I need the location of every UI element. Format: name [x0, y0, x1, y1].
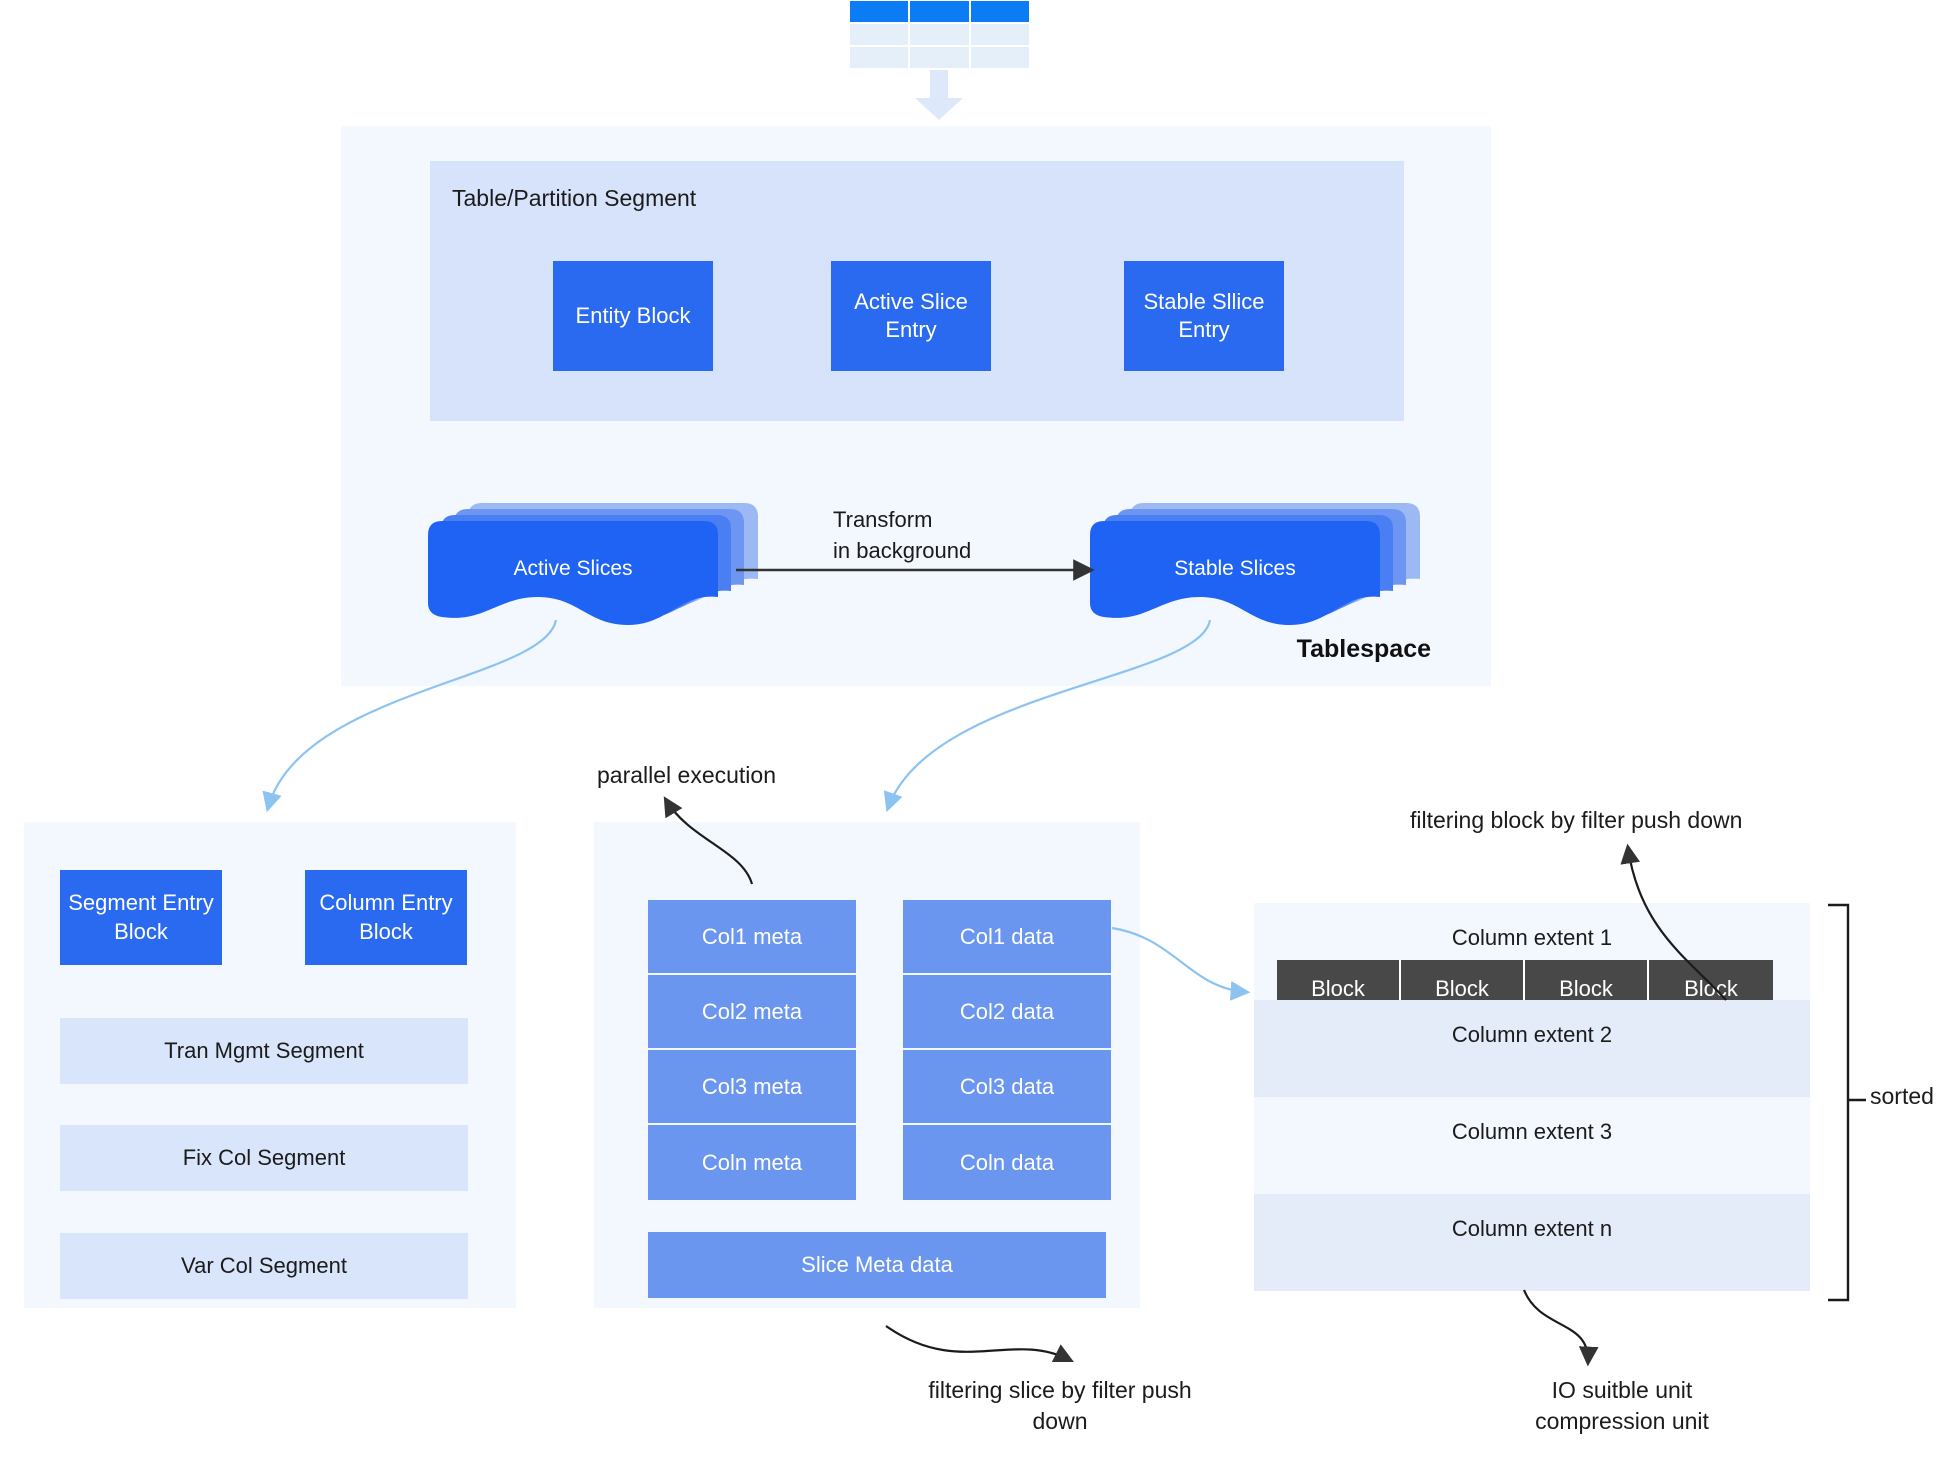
column-extent-row[interactable]: Column extent n	[1254, 1194, 1810, 1291]
table-icon-cell	[849, 46, 910, 69]
column-extent-label: Column extent 1	[1451, 925, 1613, 950]
var-col-segment-label: Var Col Segment	[181, 1253, 347, 1278]
var-col-segment-bar[interactable]: Var Col Segment	[60, 1233, 468, 1299]
active-slices-stack[interactable]: Active Slices	[428, 503, 758, 628]
tran-mgmt-segment-label: Tran Mgmt Segment	[164, 1038, 364, 1063]
fix-col-segment-bar[interactable]: Fix Col Segment	[60, 1125, 468, 1191]
table-icon-cell	[969, 23, 1030, 46]
table-icon-cell	[909, 23, 970, 46]
tran-mgmt-segment-bar[interactable]: Tran Mgmt Segment	[60, 1018, 468, 1084]
sorted-bracket-label: sorted	[1870, 1083, 1934, 1109]
fix-col-segment-label: Fix Col Segment	[182, 1145, 346, 1170]
table-icon	[849, 0, 1030, 69]
table-icon-header-row	[849, 0, 1030, 23]
column-extent-row[interactable]: Column extent 2	[1254, 1000, 1810, 1097]
table-icon-cell	[969, 0, 1030, 23]
column-meta-cell[interactable]: Col2 meta	[648, 975, 856, 1050]
column-meta-stack: Col1 meta Col2 meta Col3 meta Coln meta	[648, 900, 856, 1200]
table-icon-cell	[909, 0, 970, 23]
column-extent-label: Column extent 2	[1451, 1022, 1613, 1047]
column-data-cell[interactable]: Col1 data	[903, 900, 1111, 975]
table-icon-cell	[849, 0, 910, 23]
column-data-stack: Col1 data Col2 data Col3 data Coln data	[903, 900, 1111, 1200]
table-icon-cell	[909, 46, 970, 69]
parallel-execution-annotation: parallel execution	[597, 762, 777, 788]
column-meta-cell[interactable]: Col1 meta	[648, 900, 856, 975]
column-extent-label: Column extent n	[1451, 1216, 1613, 1241]
column-data-cell[interactable]: Col3 data	[903, 1050, 1111, 1125]
io-unit-arrow	[1522, 1289, 1599, 1367]
slice-meta-data-bar[interactable]: Slice Meta data	[648, 1232, 1106, 1298]
table-icon-body-row	[849, 46, 1030, 69]
filtering-slice-arrow	[885, 1325, 1074, 1362]
active-slices-label: Active Slices	[513, 557, 633, 580]
entity-block-label: Entity Block	[575, 302, 691, 328]
intake-down-arrow-icon	[908, 70, 970, 120]
filtering-block-annotation: filtering block by filter push down	[1410, 807, 1743, 833]
column-extent-row[interactable]: Column extent 3	[1254, 1097, 1810, 1194]
column-data-cell[interactable]: Coln data	[903, 1125, 1111, 1200]
table-icon-body-row	[849, 23, 1030, 46]
table-icon-cell	[969, 46, 1030, 69]
table-icon-cell	[849, 23, 910, 46]
column-extents-panel: Column extent 1 Block Block Block Block …	[1254, 903, 1810, 1293]
tablespace-label: Tablespace	[1296, 635, 1431, 663]
table-partition-segment-title: Table/Partition Segment	[452, 185, 697, 211]
sorted-bracket	[1828, 903, 1850, 1302]
column-data-cell[interactable]: Col2 data	[903, 975, 1111, 1050]
entity-block[interactable]: Entity Block	[553, 261, 713, 371]
stable-slices-stack[interactable]: Stable Slices	[1090, 503, 1420, 628]
column-extent-label: Column extent 3	[1451, 1119, 1613, 1144]
column-meta-cell[interactable]: Col3 meta	[648, 1050, 856, 1125]
slice-meta-data-label: Slice Meta data	[801, 1252, 953, 1277]
stable-slices-label: Stable Slices	[1174, 557, 1296, 580]
column-extent-row[interactable]: Column extent 1 Block Block Block Block	[1254, 903, 1810, 1017]
column-meta-cell[interactable]: Coln meta	[648, 1125, 856, 1200]
